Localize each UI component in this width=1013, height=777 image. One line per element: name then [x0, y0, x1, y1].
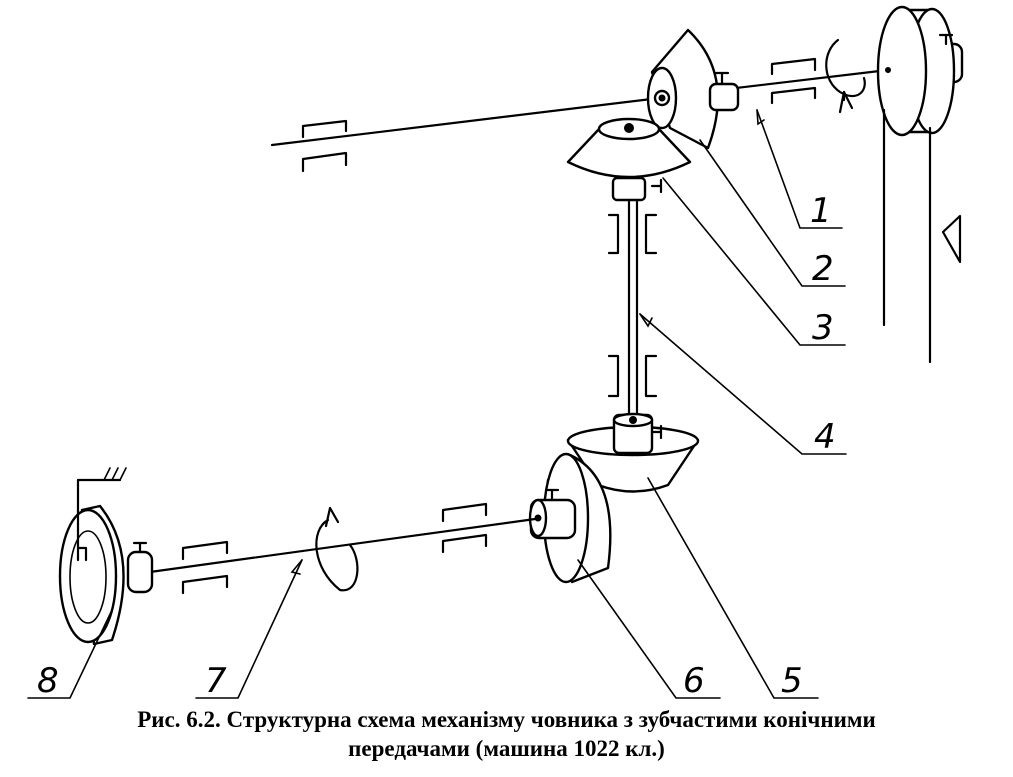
lower-right-bearing — [441, 502, 488, 554]
bevel-gear-5 — [566, 412, 700, 493]
vertical-shaft-4 — [627, 198, 639, 417]
label-5: 5 — [781, 661, 803, 700]
shuttle-hook-8 — [58, 467, 154, 646]
belt-direction-marker — [941, 214, 962, 264]
leader-line-2 — [699, 139, 846, 287]
vertical-shaft-lower-bearing — [607, 354, 658, 398]
label-6: 6 — [683, 661, 705, 700]
leader-line-3 — [662, 177, 846, 346]
lower-rotation-arrow — [315, 506, 359, 592]
drive-pulley — [876, 5, 964, 137]
upper-main-shaft — [270, 68, 890, 147]
upper-left-bearing — [301, 119, 348, 173]
vertical-shaft-upper-bearing — [607, 213, 658, 255]
label-8: 8 — [37, 661, 59, 700]
leader-line-4 — [639, 313, 847, 455]
bevel-gear-6 — [528, 452, 612, 584]
leader-line-8 — [27, 609, 113, 699]
label-1: 1 — [810, 191, 832, 231]
label-2: 2 — [812, 249, 834, 289]
leader-line-7 — [195, 559, 303, 699]
leader-line-5 — [647, 477, 819, 699]
drive-belt — [882, 108, 932, 364]
lower-left-bearing — [181, 540, 229, 595]
figure-caption-line-1: Рис. 6.2. Структурна схема механізму чов… — [137, 707, 876, 732]
leader-line-6 — [577, 559, 721, 699]
upper-right-bearing — [770, 57, 817, 105]
label-3: 3 — [812, 308, 834, 348]
figure-caption-line-2: передачами (машина 1022 кл.) — [348, 736, 665, 761]
upper-rotation-arrow — [825, 38, 866, 114]
lower-shaft-7 — [148, 517, 537, 574]
leader-line-1 — [756, 109, 843, 229]
label-7: 7 — [205, 661, 227, 700]
bevel-gear-3 — [566, 117, 692, 202]
bevel-gear-2 — [646, 28, 740, 150]
mechanism-diagram: 1 2 3 4 5 6 7 8 — [27, 5, 964, 700]
label-4: 4 — [814, 417, 836, 457]
